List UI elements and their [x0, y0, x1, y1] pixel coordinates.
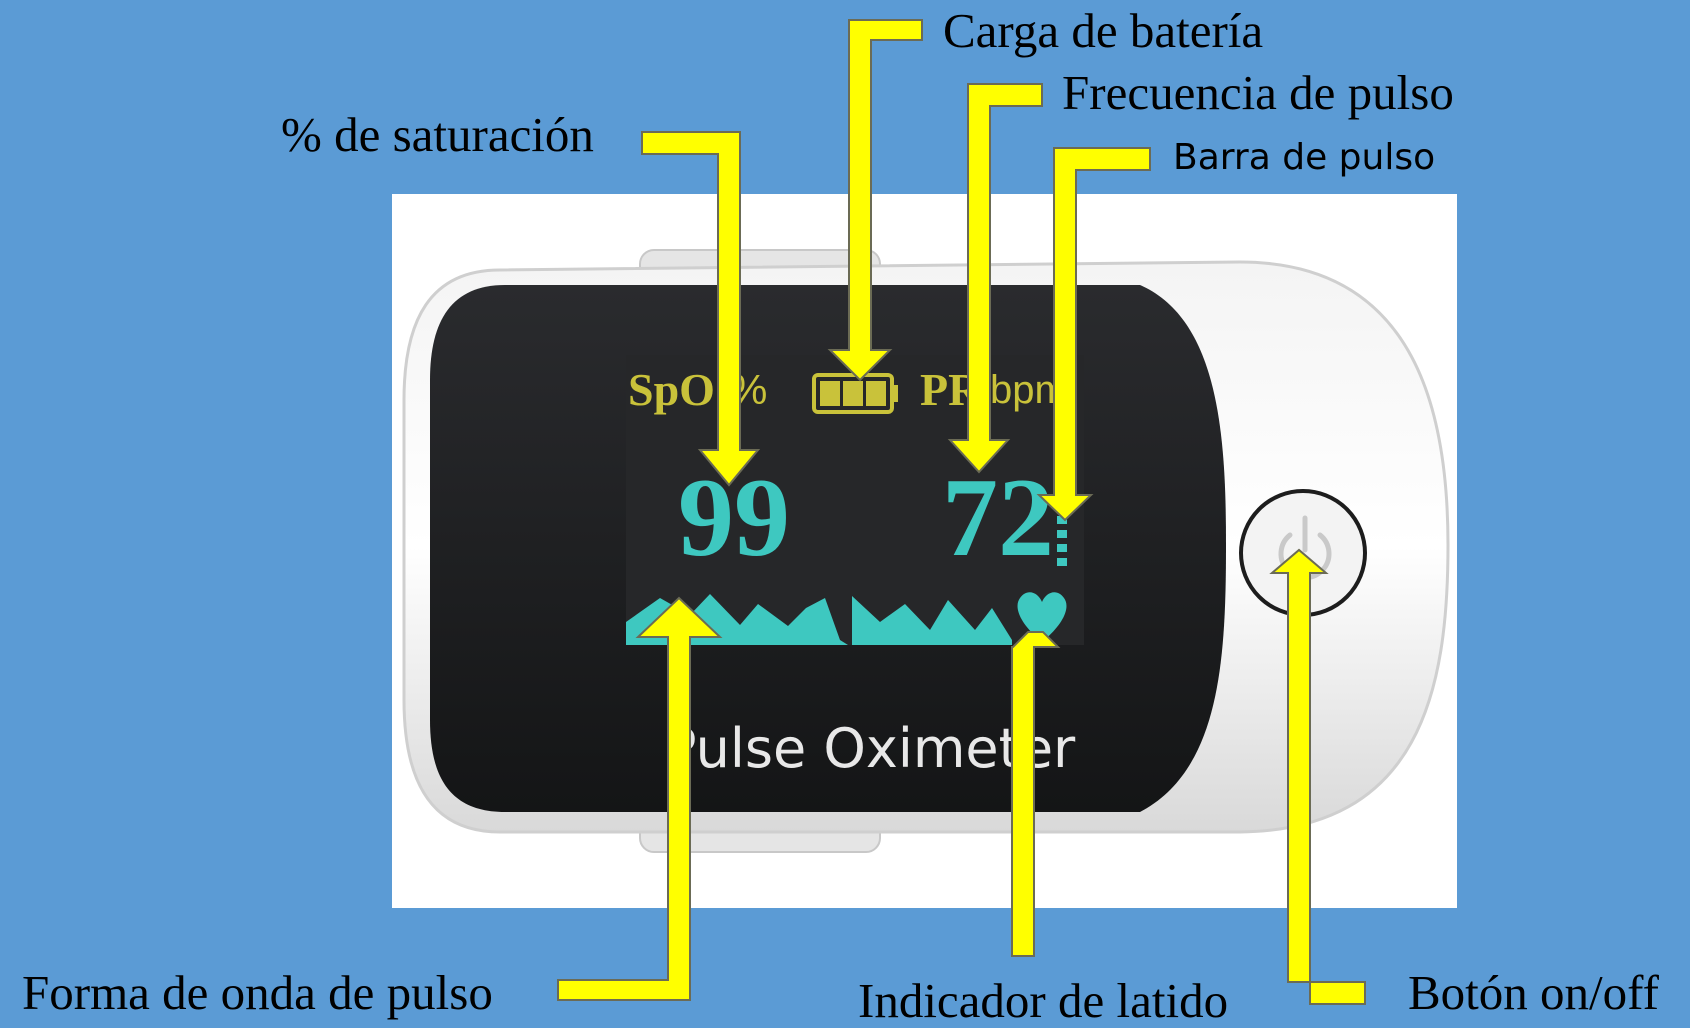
arrow-saturation: [641, 131, 761, 487]
heart-icon: [1017, 592, 1067, 642]
arrow-power-button: [1269, 548, 1366, 1005]
arrow-pulse-bar: [1036, 147, 1151, 522]
callout-pulse-bar: Barra de pulso: [1173, 137, 1436, 178]
arrow-waveform: [557, 596, 723, 1001]
arrow-pulse-rate: [947, 83, 1043, 474]
brand-label: Pulse Oximeter: [664, 717, 1076, 780]
pulse-rate-value: 72: [942, 456, 1054, 580]
arrow-battery: [827, 19, 923, 382]
callout-saturation: % de saturación: [281, 107, 594, 162]
callout-power-button: Botón on/off: [1408, 965, 1659, 1020]
battery-full-icon: [812, 373, 898, 414]
callout-waveform: Forma de onda de pulso: [22, 965, 493, 1020]
callout-heartbeat: Indicador de latido: [858, 973, 1229, 1028]
callout-pulse-rate: Frecuencia de pulso: [1062, 65, 1454, 120]
callout-battery: Carga de batería: [943, 3, 1264, 58]
pulse-bar: [1057, 516, 1067, 566]
spo2-value: 99: [678, 456, 790, 580]
arrow-heartbeat: [1011, 631, 1061, 957]
spo2-label: SpO: [628, 364, 715, 415]
pulse-waveform: [626, 594, 1012, 645]
